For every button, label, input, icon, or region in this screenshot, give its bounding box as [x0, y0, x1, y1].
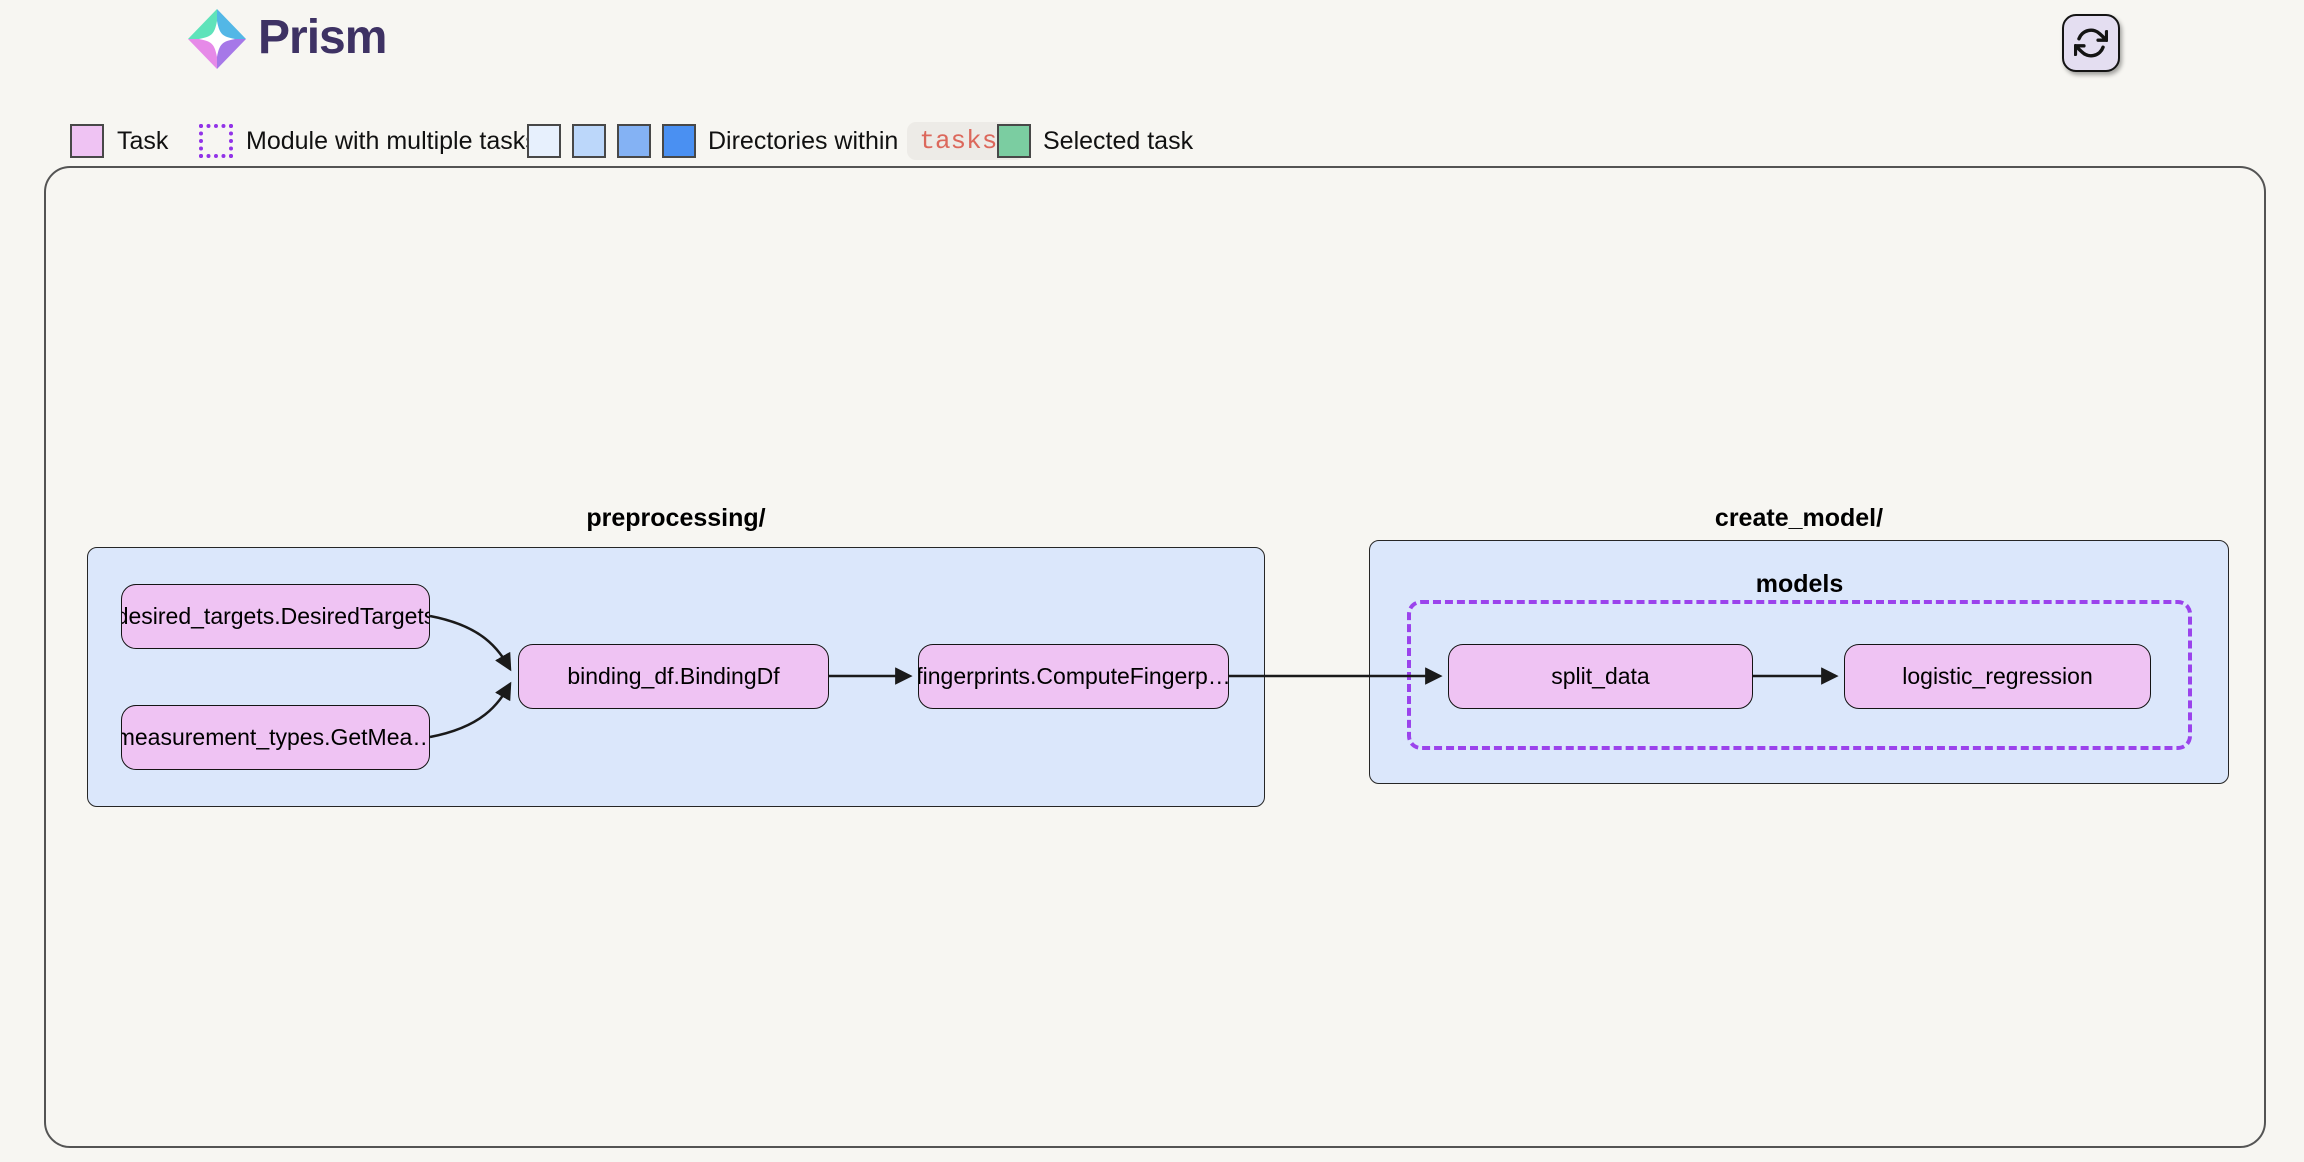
legend-directories-label: Directories within — [708, 127, 898, 156]
legend-selected-label: Selected task — [1043, 127, 1193, 156]
module-swatch — [199, 124, 233, 158]
selected-task-swatch — [997, 124, 1031, 158]
task-node-split-data[interactable]: split_data — [1448, 644, 1753, 709]
directory-depth-4-swatch — [662, 124, 696, 158]
directory-depth-2-swatch — [572, 124, 606, 158]
legend-item-selected-task: Selected task — [997, 123, 1193, 159]
task-swatch — [70, 124, 104, 158]
refresh-icon — [2074, 26, 2108, 60]
refresh-button[interactable] — [2062, 14, 2120, 72]
task-node-logistic-regression[interactable]: logistic_regression — [1844, 644, 2151, 709]
app-title: Prism — [258, 8, 386, 68]
legend-item-module: Module with multiple tasks — [199, 123, 538, 159]
diagram-canvas[interactable]: preprocessing/ create_model/ models desi… — [44, 166, 2266, 1148]
task-node-desired-targets[interactable]: desired_targets.DesiredTargets — [121, 584, 430, 649]
task-node-binding-df[interactable]: binding_df.BindingDf — [518, 644, 829, 709]
create-model-group-label: create_model/ — [1369, 504, 2229, 533]
legend-item-task: Task — [70, 123, 168, 159]
legend-module-label: Module with multiple tasks — [246, 127, 538, 156]
preprocessing-group-label: preprocessing/ — [87, 504, 1265, 533]
directory-depth-3-swatch — [617, 124, 651, 158]
legend-item-directories: Directories within tasks/ — [527, 123, 1025, 159]
task-node-measurement-types[interactable]: measurement_types.GetMea… — [121, 705, 430, 770]
legend-task-label: Task — [117, 127, 168, 156]
models-module-label: models — [1407, 570, 2192, 599]
directory-depth-1-swatch — [527, 124, 561, 158]
prism-logo-icon — [186, 8, 248, 70]
task-node-fingerprints[interactable]: fingerprints.ComputeFingerp… — [918, 644, 1229, 709]
